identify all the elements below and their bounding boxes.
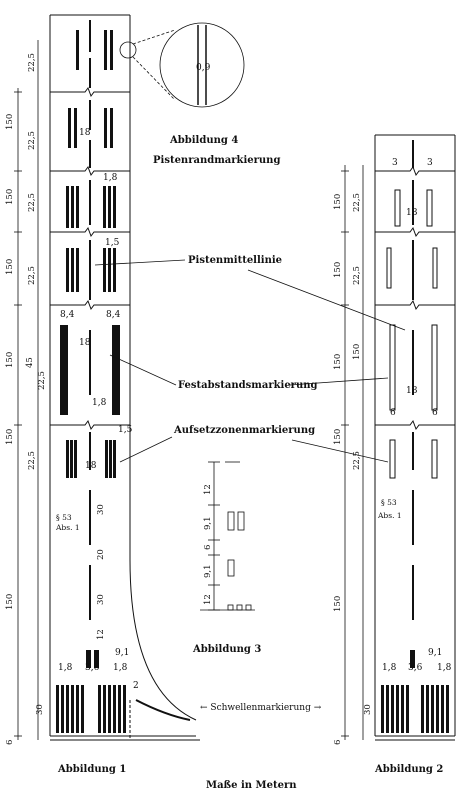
fig1-dim-8-4-b: 8,4 (106, 310, 121, 320)
fig1-dim-2: 2 (133, 681, 139, 691)
fig1-dim-30-b: 30 (96, 594, 106, 605)
fig2-dim-150-f: 150 (352, 344, 362, 360)
figure-2-runway (374, 134, 456, 741)
fig1-dim-22-5-d: 22,5 (27, 266, 37, 285)
fig2-dim-6-a: 6 (390, 408, 396, 418)
touchdown-zone-label: Aufsetzzonenmarkierung (173, 425, 315, 436)
fig1-dim-30-a: 30 (96, 504, 106, 515)
edge-marking-label: Pistenrandmarkierung (153, 155, 280, 166)
fig1-dim-150-e: 150 (5, 429, 15, 445)
fig2-dim-150-e: 150 (333, 596, 343, 612)
fig2-dim-6: 6 (333, 740, 343, 745)
fig1-dim-1-8-a: 1,8 (103, 173, 118, 183)
fig1-ref-2: Abs. 1 (55, 523, 80, 532)
fig1-dim-1-8-d: 1,8 (113, 663, 128, 673)
figure-1-caption: Abbildung 1 (57, 764, 126, 775)
fig1-dim-22-5-f: 22,5 (27, 451, 37, 470)
fig2-dim-3-b: 3 (427, 158, 433, 168)
fig2-dim-22-5-b: 22,5 (352, 266, 362, 285)
fig2-dim-150-c: 150 (333, 354, 343, 370)
fig1-dim-1-8-b: 1,8 (92, 398, 107, 408)
figure-2-caption: Abbildung 2 (374, 764, 443, 775)
fig2-dim-6-b: 6 (432, 408, 438, 418)
fig3-dim-9-1-b: 9,1 (203, 564, 213, 578)
fig1-dim-18-b: 18 (79, 338, 91, 348)
fig1-dim-22-5-c: 22,5 (27, 193, 37, 212)
figure-2-outer-dimension (341, 165, 364, 740)
fig2-dim-1-8-b: 1,8 (437, 663, 452, 673)
fig2-dim-22-5-c: 22,5 (352, 451, 362, 470)
fig1-dim-9-1: 9,1 (115, 648, 129, 658)
fig1-dim-30: 30 (35, 704, 45, 715)
fig2-dim-9-1: 9,1 (428, 648, 442, 658)
fig2-ref-1: § 53 (381, 498, 397, 507)
fig2-dim-30: 30 (363, 704, 373, 715)
fig1-dim-45: 45 (25, 357, 35, 368)
fig1-dim-150-f: 150 (5, 594, 15, 610)
fig1-dim-3-6: 3,6 (85, 663, 100, 673)
fig1-dim-150-b: 150 (5, 189, 15, 205)
figure-4-caption: Abbildung 4 (169, 135, 238, 146)
fig3-dim-12-b: 12 (203, 594, 213, 605)
fig1-dim-1-5-b: 1,5 (118, 425, 133, 435)
detail-dim-0-9: 0,9 (196, 63, 211, 73)
fig2-ref-2: Abs. 1 (377, 511, 402, 520)
figure-2-threshold-bars (381, 650, 449, 733)
fig1-dim-22-5-e: 22,5 (37, 371, 47, 390)
fig1-dim-8-4-a: 8,4 (60, 310, 75, 320)
fig1-ref-1: § 53 (56, 513, 72, 522)
fig2-dim-150-d: 150 (333, 429, 343, 445)
fig3-dim-12-a: 12 (203, 484, 213, 495)
figure-3-caption: Abbildung 3 (192, 644, 261, 655)
leader-lines (94, 259, 406, 463)
figure-1-touchdown-bars (60, 30, 120, 478)
figure-1-outer-dimension (14, 40, 39, 740)
units-note: Maße in Metern (206, 780, 297, 790)
fixed-distance-label: Festabstandsmarkierung (178, 380, 317, 391)
fig1-dim-1-8-c: 1,8 (58, 663, 73, 673)
fig1-dim-22-5-a: 22,5 (27, 53, 37, 72)
figure-1-threshold-bars (56, 650, 126, 733)
fig1-dim-18-a: 18 (79, 128, 91, 138)
threshold-label: ← Schwellenmarkierung → (200, 703, 322, 713)
figure-3-detail (200, 461, 255, 611)
fig2-dim-3-6: 3,6 (408, 663, 423, 673)
fig1-dim-150-c: 150 (5, 259, 15, 275)
fig1-dim-18-c: 18 (85, 461, 97, 471)
centerline-label: Pistenmittellinie (188, 255, 282, 266)
fig2-dim-150-b: 150 (333, 262, 343, 278)
fig2-dim-1-8-a: 1,8 (382, 663, 397, 673)
fig2-dim-18-a: 18 (406, 208, 418, 218)
fig3-dim-9-1-a: 9,1 (203, 516, 213, 530)
fig2-dim-3-a: 3 (392, 158, 398, 168)
fig1-dim-22-5-b: 22,5 (27, 131, 37, 150)
figure-1-runway (49, 14, 200, 741)
fig1-dim-150-d: 150 (5, 352, 15, 368)
fig2-dim-22-5-a: 22,5 (352, 193, 362, 212)
fig2-dim-18-b: 18 (406, 386, 418, 396)
fig2-dim-150-a: 150 (333, 194, 343, 210)
detail-zoom (119, 22, 245, 108)
fig1-dim-1-5-a: 1,5 (105, 238, 120, 248)
fig1-dim-20: 20 (96, 549, 106, 560)
fig3-dim-6: 6 (203, 545, 213, 550)
fig1-dim-150-a: 150 (5, 114, 15, 130)
fig1-dim-6: 6 (5, 740, 15, 745)
fig1-dim-12: 12 (96, 629, 106, 640)
